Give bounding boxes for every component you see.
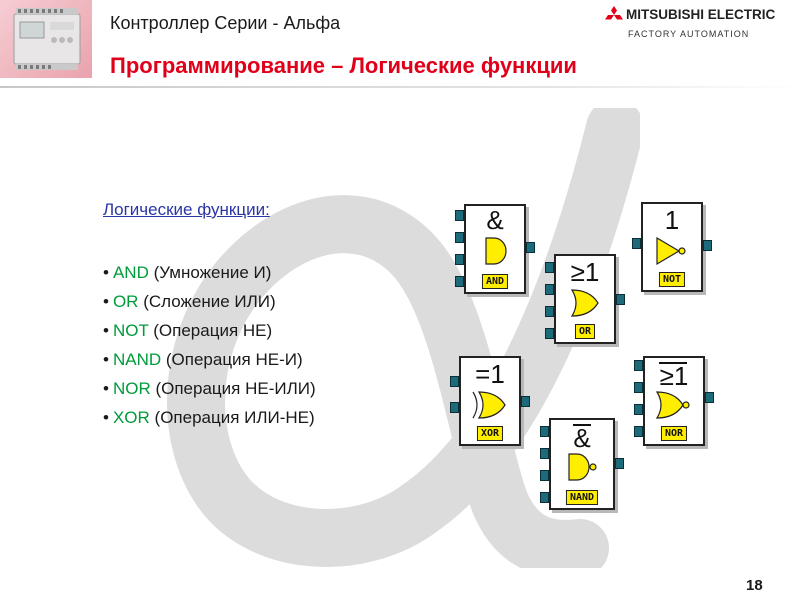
function-description: (Операция НЕ) bbox=[153, 321, 273, 340]
bullet-icon: • bbox=[103, 408, 109, 427]
input-pin bbox=[450, 376, 459, 387]
input-pin bbox=[634, 382, 643, 393]
list-item: •NOT (Операция НЕ) bbox=[103, 316, 316, 345]
input-pin bbox=[455, 254, 464, 265]
function-keyword: NAND bbox=[112, 350, 162, 369]
function-description: (Операция НЕ-И) bbox=[165, 350, 303, 369]
xor-label: XOR bbox=[476, 426, 504, 441]
output-pin bbox=[526, 242, 535, 253]
logic-functions-text: Логические функции: •AND (Умножение И) •… bbox=[103, 200, 316, 432]
function-description: (Операция НЕ-ИЛИ) bbox=[155, 379, 316, 398]
or-function-block[interactable]: ≥1 OR bbox=[545, 254, 625, 346]
or-symbol: ≥1 bbox=[570, 257, 600, 287]
not-gate-icon bbox=[656, 236, 686, 266]
input-pin bbox=[545, 262, 554, 273]
nor-gate-icon bbox=[655, 391, 690, 419]
function-description: (Умножение И) bbox=[153, 263, 272, 282]
input-pin bbox=[455, 276, 464, 287]
input-pin bbox=[545, 328, 554, 339]
or-gate-icon bbox=[570, 289, 599, 317]
input-pin bbox=[545, 306, 554, 317]
function-description: (Операция ИЛИ-НЕ) bbox=[154, 408, 315, 427]
list-item: •NAND (Операция НЕ-И) bbox=[103, 345, 316, 374]
nor-symbol: ≥1 bbox=[659, 361, 689, 391]
input-pin bbox=[634, 404, 643, 415]
input-pin bbox=[634, 426, 643, 437]
function-keyword: AND bbox=[112, 263, 149, 282]
input-pin bbox=[632, 238, 641, 249]
xor-gate-icon bbox=[472, 391, 506, 419]
not-label: NOT bbox=[658, 272, 686, 287]
bullet-icon: • bbox=[103, 379, 109, 398]
nor-function-block[interactable]: ≥1 NOR bbox=[634, 356, 714, 448]
output-pin bbox=[703, 240, 712, 251]
bullet-icon: • bbox=[103, 263, 109, 282]
list-item: •XOR (Операция ИЛИ-НЕ) bbox=[103, 403, 316, 432]
input-pin bbox=[455, 232, 464, 243]
output-pin bbox=[521, 396, 530, 407]
function-keyword: XOR bbox=[112, 408, 150, 427]
function-description: (Сложение ИЛИ) bbox=[143, 292, 276, 311]
plc-controller-icon bbox=[13, 8, 81, 70]
input-pin bbox=[450, 402, 459, 413]
logic-functions-heading: Логические функции: bbox=[103, 200, 270, 219]
not-function-block[interactable]: 1 NOT bbox=[632, 202, 712, 294]
bullet-icon: • bbox=[103, 350, 109, 369]
output-pin bbox=[615, 458, 624, 469]
header-subtitle: Программирование – Логические функции bbox=[110, 53, 577, 78]
input-pin bbox=[540, 448, 549, 459]
function-keyword: OR bbox=[112, 292, 139, 311]
input-pin bbox=[540, 470, 549, 481]
and-symbol: & bbox=[486, 205, 504, 235]
and-label: AND bbox=[481, 274, 509, 289]
list-item: •NOR (Операция НЕ-ИЛИ) bbox=[103, 374, 316, 403]
input-pin bbox=[455, 210, 464, 221]
xor-symbol: =1 bbox=[475, 359, 505, 389]
mitsubishi-diamonds-icon bbox=[605, 6, 623, 20]
input-pin bbox=[540, 426, 549, 437]
nor-label: NOR bbox=[660, 426, 688, 441]
output-pin bbox=[616, 294, 625, 305]
controller-thumbnail bbox=[0, 0, 92, 78]
and-function-block[interactable]: & AND bbox=[455, 204, 535, 296]
input-pin bbox=[634, 360, 643, 371]
xor-function-block[interactable]: =1 XOR bbox=[450, 356, 530, 448]
page-number: 18 bbox=[746, 577, 763, 594]
nand-function-block[interactable]: & NAND bbox=[540, 418, 624, 512]
negation-bar bbox=[659, 362, 687, 364]
header-title: Контроллер Серии - Альфа bbox=[110, 13, 341, 33]
input-pin bbox=[540, 492, 549, 503]
alpha-symbol-icon bbox=[167, 108, 640, 568]
nand-gate-icon bbox=[568, 453, 597, 481]
nand-symbol: & bbox=[573, 423, 591, 453]
not-symbol: 1 bbox=[664, 205, 680, 235]
function-keyword: NOT bbox=[112, 321, 149, 340]
brand-logo: MITSUBISHI ELECTRIC FACTORY AUTOMATION bbox=[604, 5, 800, 41]
input-pin bbox=[545, 284, 554, 295]
list-item: •OR (Сложение ИЛИ) bbox=[103, 287, 316, 316]
bullet-icon: • bbox=[103, 292, 109, 311]
brand-tagline: FACTORY AUTOMATION bbox=[628, 29, 750, 39]
nand-label: NAND bbox=[565, 490, 599, 505]
negation-bar bbox=[573, 424, 591, 426]
output-pin bbox=[705, 392, 714, 403]
bullet-icon: • bbox=[103, 321, 109, 340]
header-divider bbox=[0, 86, 800, 88]
or-label: OR bbox=[574, 324, 596, 339]
function-keyword: NOR bbox=[112, 379, 151, 398]
logic-functions-list: •AND (Умножение И) •OR (Сложение ИЛИ) •N… bbox=[103, 258, 316, 432]
and-gate-icon bbox=[485, 237, 507, 265]
brand-name: MITSUBISHI ELECTRIC bbox=[626, 7, 776, 22]
list-item: •AND (Умножение И) bbox=[103, 258, 316, 287]
